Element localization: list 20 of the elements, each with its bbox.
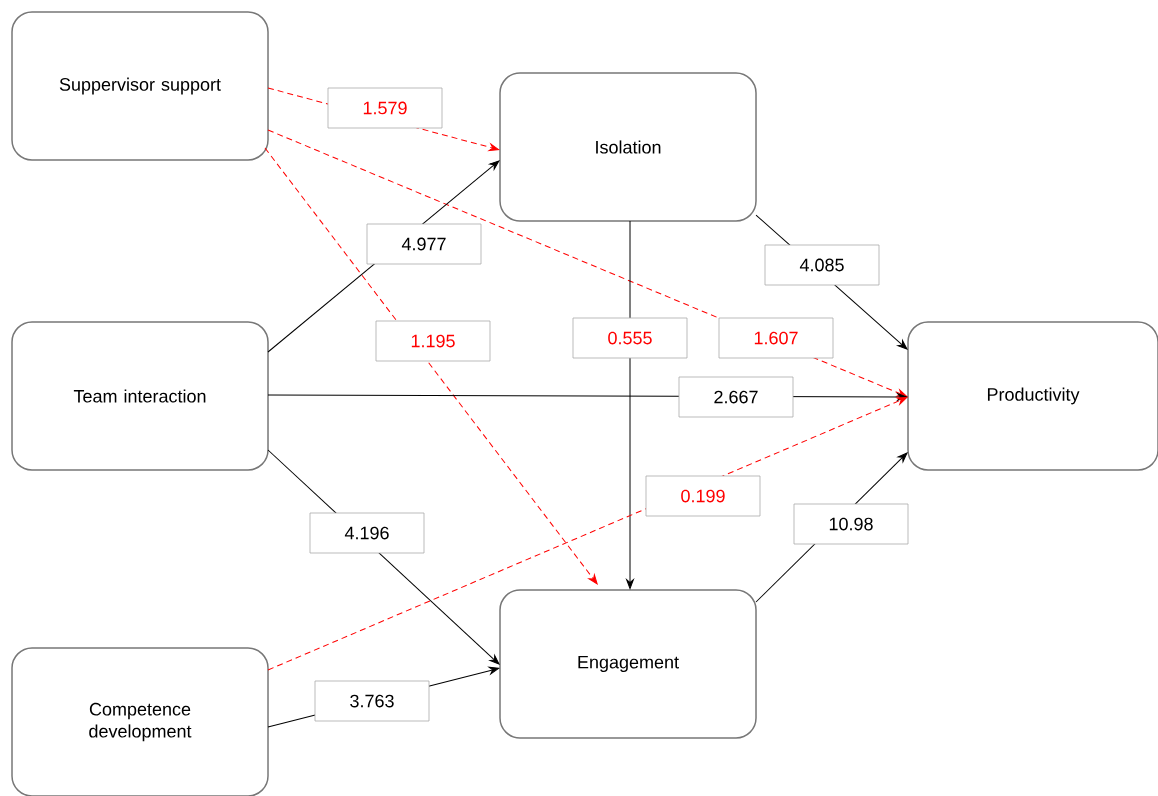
arrow (626, 220, 634, 590)
edge-label: 10.98 (793, 503, 909, 545)
process-box: Suppervisor support (11, 11, 269, 161)
edge-label: 4.085 (764, 244, 880, 286)
edge-label: 4.977 (366, 223, 482, 265)
edge-label: 1.579 (327, 87, 443, 129)
edge-label: 2.667 (678, 376, 794, 418)
process-box: Isolation (499, 72, 757, 222)
process-box: Competence development (11, 647, 269, 796)
arrow (264, 147, 598, 585)
arrow (267, 397, 908, 671)
edge-label: 0.555 (572, 317, 688, 359)
edge-label: 1.607 (718, 317, 834, 359)
edge-label: 1.195 (375, 320, 491, 362)
edge-label: 0.199 (645, 475, 761, 517)
edge-label: 4.196 (309, 512, 425, 554)
process-box: Engagement (499, 589, 757, 739)
edge-label: 3.763 (314, 680, 430, 722)
process-box: Productivity (907, 321, 1158, 471)
process-box: Team interaction (11, 321, 269, 471)
